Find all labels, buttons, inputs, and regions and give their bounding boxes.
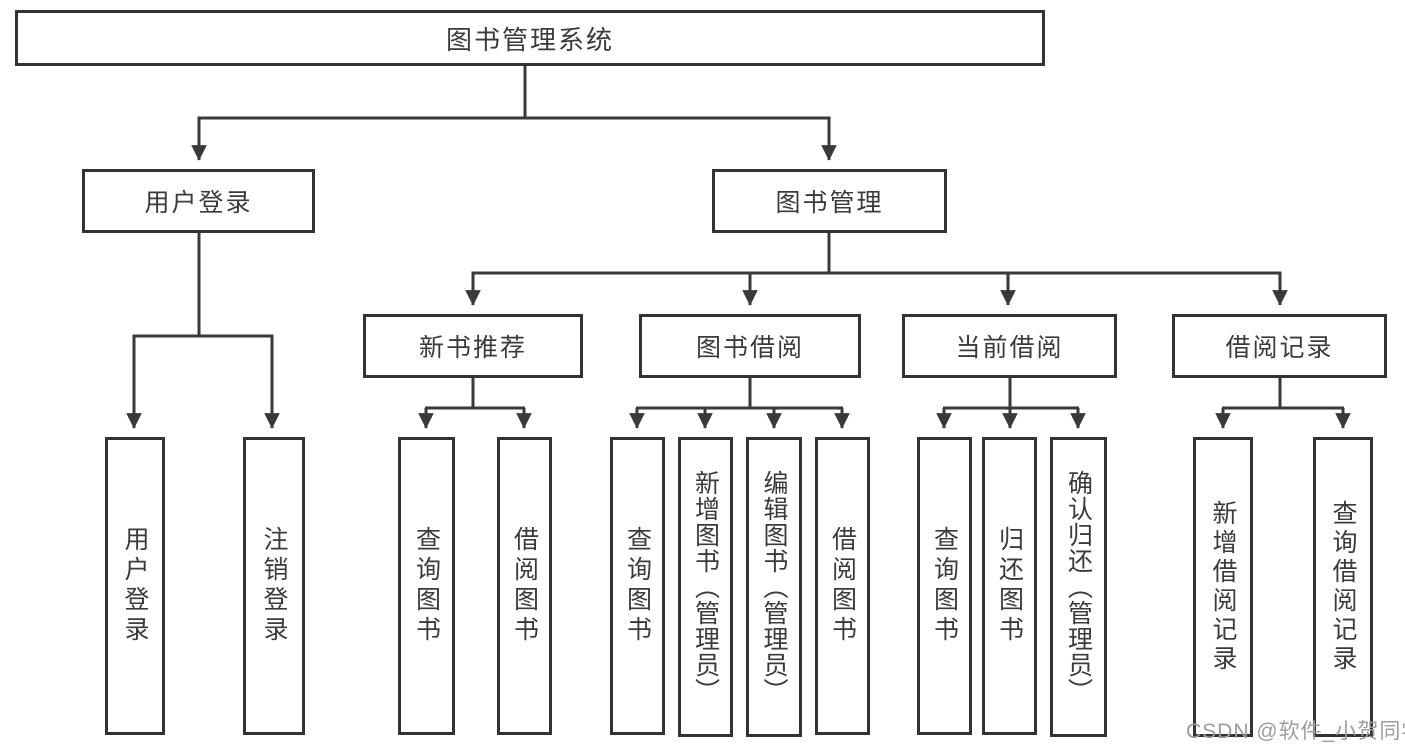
node-root: 图书管理系统 <box>15 10 1045 66</box>
edge-book-mgmt-to-level3 <box>465 233 1288 306</box>
node-new-book-rec: 新书推荐 <box>363 314 583 378</box>
leaf-current-query-book-label: 查询图书 <box>930 526 959 646</box>
node-new-book-rec-label: 新书推荐 <box>418 334 527 362</box>
edge-book-borrow-to-leaves <box>629 378 850 429</box>
leaf-confirm-return: 确认归还（管理员） <box>1050 437 1107 737</box>
leaf-logout-label: 注销登录 <box>260 526 288 646</box>
edge-borrow-records-to-leaves <box>1215 378 1351 429</box>
edge-root-to-level2 <box>191 66 837 161</box>
node-book-borrow: 图书借阅 <box>639 314 861 378</box>
leaf-confirm-return-label: 确认归还（管理员） <box>1064 470 1093 704</box>
leaf-return-book: 归还图书 <box>982 437 1037 735</box>
node-user-login: 用户登录 <box>82 169 315 233</box>
leaf-user-login: 用户登录 <box>105 437 165 735</box>
leaf-current-query-book: 查询图书 <box>917 437 972 735</box>
leaf-add-book: 新增图书（管理员） <box>678 437 733 737</box>
leaf-rec-query-book: 查询图书 <box>398 437 455 735</box>
node-current-borrow-label: 当前借阅 <box>955 334 1064 362</box>
node-root-label: 图书管理系统 <box>445 24 614 55</box>
node-borrow-records-label: 借阅记录 <box>1225 334 1334 362</box>
leaf-query-borrow-record-label: 查询借阅记录 <box>1329 500 1357 674</box>
leaf-return-book-label: 归还图书 <box>995 526 1024 646</box>
node-borrow-records: 借阅记录 <box>1172 314 1387 378</box>
leaf-rec-query-book-label: 查询图书 <box>412 526 441 646</box>
leaf-query-borrow-record: 查询借阅记录 <box>1313 437 1373 737</box>
leaf-edit-book-label: 编辑图书（管理员） <box>760 470 788 704</box>
leaf-add-borrow-record: 新增借阅记录 <box>1193 437 1253 737</box>
leaf-rec-borrow-book: 借阅图书 <box>497 437 552 735</box>
leaf-user-login-label: 用户登录 <box>121 526 149 646</box>
edge-user-login-to-leaves <box>126 233 280 429</box>
edge-current-borrow-to-leaves <box>936 378 1086 429</box>
leaf-rec-borrow-book-label: 借阅图书 <box>510 526 539 646</box>
edge-new-book-rec-to-leaves <box>418 378 532 429</box>
node-current-borrow: 当前借阅 <box>902 314 1117 378</box>
leaf-edit-book: 编辑图书（管理员） <box>746 437 802 737</box>
leaf-logout: 注销登录 <box>243 437 305 735</box>
leaf-add-book-label: 新增图书（管理员） <box>691 470 720 704</box>
leaf-borrow-book-label: 借阅图书 <box>828 526 857 646</box>
leaf-borrow-book: 借阅图书 <box>815 437 870 735</box>
leaf-borrow-query-book: 查询图书 <box>610 437 665 735</box>
node-book-mgmt: 图书管理 <box>712 169 947 233</box>
leaf-borrow-query-book-label: 查询图书 <box>623 526 652 646</box>
node-book-mgmt-label: 图书管理 <box>775 189 884 217</box>
leaf-add-borrow-record-label: 新增借阅记录 <box>1209 500 1237 674</box>
node-book-borrow-label: 图书借阅 <box>695 334 804 362</box>
watermark: CSDN @软件_小贺同学 <box>1186 720 1405 743</box>
node-user-login-label: 用户登录 <box>144 189 253 217</box>
